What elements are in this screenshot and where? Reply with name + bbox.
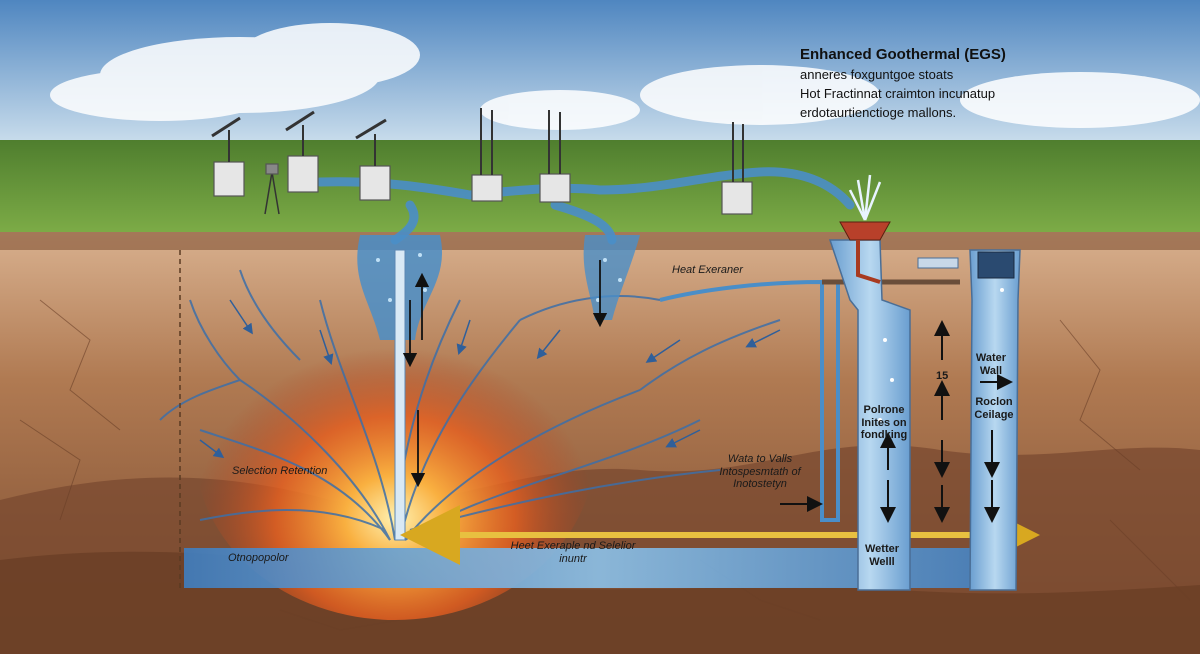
title-line-1: Enhanced Goothermal (EGS) [800, 46, 1006, 63]
facility-1 [211, 116, 245, 197]
production-well-1 [828, 239, 911, 591]
wellhead-pump [839, 221, 891, 241]
label-heat-exchange-bottom: Heet Exeraple nd Selelior inuntr [510, 540, 636, 565]
production-well-2 [969, 249, 1021, 591]
label-selection-retention: Selection Retention [232, 465, 328, 477]
clouds [50, 23, 1200, 130]
central-flow-arrows [402, 260, 608, 488]
facility-2 [285, 110, 319, 193]
label-polrone: Polrone Inites on fondking [860, 404, 908, 442]
label-reclon: Roclon Ceilage [974, 396, 1014, 421]
fountain-spray [848, 174, 882, 221]
surface-facilities [211, 108, 753, 215]
label-water-well-right: Water Wall [975, 352, 1007, 377]
well-valve [917, 257, 959, 269]
fracture-arrows [199, 299, 781, 459]
facility-5 [539, 110, 571, 203]
title-line-3: Hot Fractinnat craimton incunatup [800, 86, 996, 101]
facility-6 [721, 122, 753, 215]
facility-4 [471, 108, 503, 202]
title-line-2: anneres foxguntgoe stoats [800, 67, 954, 82]
title-block: Enhanced Goothermal (EGS) anneres foxgun… [800, 46, 1006, 120]
title-line-4: erdotaurtienctioge mallons. [800, 105, 957, 120]
label-water-to-wells: Wata to Valls Intospesmtath of Inotostet… [719, 453, 801, 491]
label-15: 15 [936, 370, 949, 382]
wellhead-pipe [856, 240, 881, 284]
label-water-well-bottom: Wetter Welll [864, 543, 900, 568]
fracture-network [159, 269, 781, 541]
survey-tripod [264, 163, 280, 215]
well-monitor [977, 251, 1015, 279]
central-wellbore [394, 249, 406, 541]
label-heat-exchanger: Heat Exeraner [672, 264, 743, 276]
well-flow-arrows [780, 320, 1013, 523]
label-otnopopolor: Otnopopolor [228, 552, 289, 564]
facility-3 [355, 118, 391, 201]
